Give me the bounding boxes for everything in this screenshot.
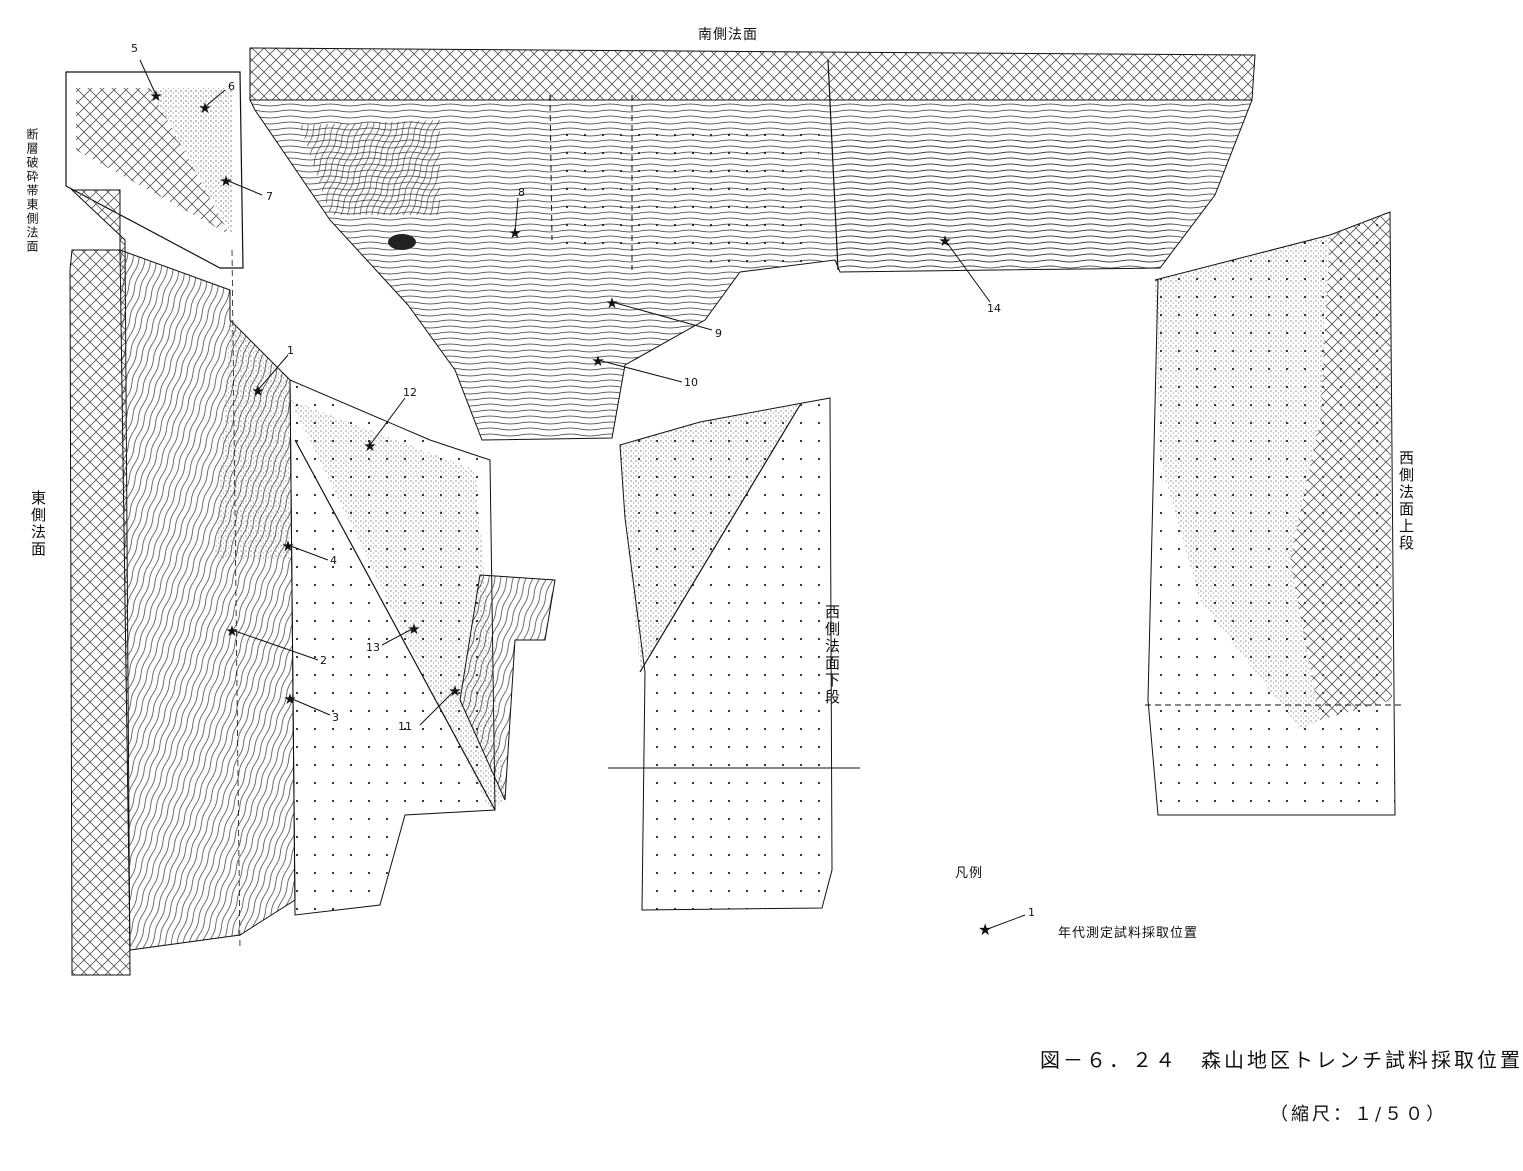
star-glyphs: ★ ★ ★ ★ ★ ★ ★ ★ ★ ★ ★ ★ ★ ★ [149,87,951,708]
legend-title: 凡例 [955,866,984,881]
fault-zone-label: 断層破砕帯東側法面 [25,128,39,254]
sample-label-6: 6 [228,80,235,93]
south-face-panel [249,47,1256,441]
svg-text:★: ★ [219,172,232,190]
sample-label-14: 14 [987,302,1001,315]
west-lower-panel [608,397,860,911]
legend-description: 年代測定試料採取位置 [1058,926,1199,941]
svg-text:★: ★ [508,224,521,242]
sample-markers [139,59,1026,931]
svg-text:★: ★ [281,537,294,555]
west-upper-panel [1145,211,1405,816]
east-face-label: 東側法面 [29,490,47,558]
svg-text:★: ★ [149,87,162,105]
svg-text:★: ★ [363,437,376,455]
svg-text:★: ★ [407,620,420,638]
svg-text:★: ★ [591,352,604,370]
svg-text:★: ★ [448,682,461,700]
fault-zone-inset [65,71,244,269]
sample-label-7: 7 [266,190,273,203]
sample-label-8: 8 [518,186,525,199]
sample-label-2: 2 [320,654,327,667]
east-face-panel [69,189,556,976]
south-face-label: 南側法面 [698,27,758,43]
trench-diagram: ★ ★ ★ ★ ★ ★ ★ ★ ★ ★ ★ ★ ★ ★ [65,47,1405,976]
sample-label-5: 5 [131,42,138,55]
figure-caption: 図－６．２４ 森山地区トレンチ試料採取位置 [1040,1048,1523,1072]
sample-label-12: 12 [403,386,417,399]
sample-label-11: 11 [398,720,412,733]
figure-scale: （縮尺：１/５０） [1270,1104,1448,1125]
sample-label-4: 4 [330,554,337,567]
legend-index: 1 [1028,906,1035,919]
svg-text:★: ★ [605,294,618,312]
west-upper-label: 西側法面上段 [1397,450,1415,552]
svg-text:★: ★ [938,232,951,250]
west-lower-label: 西側法面下段 [823,604,841,706]
svg-text:★: ★ [251,382,264,400]
sample-label-10: 10 [684,376,698,389]
svg-text:★: ★ [283,690,296,708]
sample-label-1: 1 [287,344,294,357]
svg-text:★: ★ [225,622,238,640]
sample-label-9: 9 [715,327,722,340]
sample-label-13: 13 [366,641,380,654]
svg-text:★: ★ [198,99,211,117]
sample-label-3: 3 [332,711,339,724]
legend-star-icon: ★ [978,920,993,939]
